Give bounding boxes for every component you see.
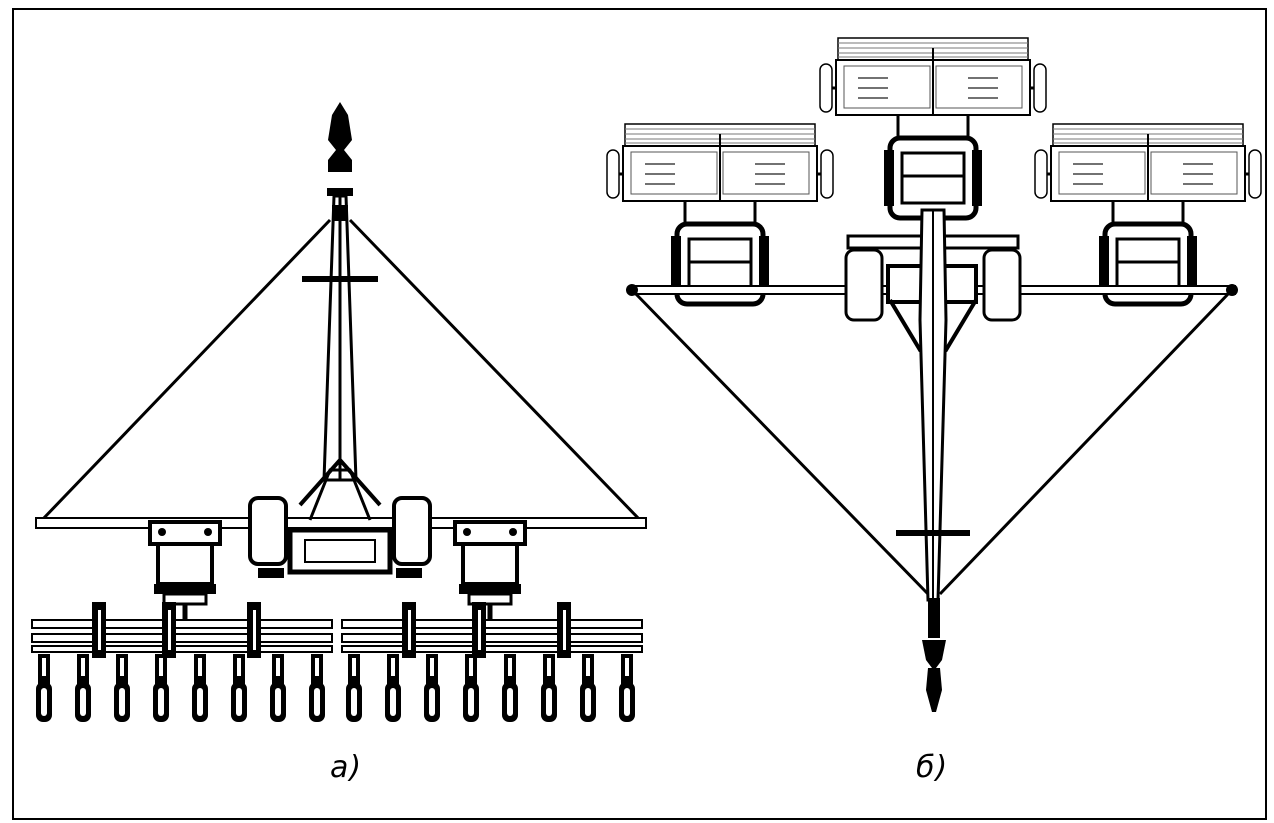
stay-right xyxy=(938,290,1232,596)
coulter-section-left xyxy=(32,602,332,722)
center-frame xyxy=(248,456,432,578)
frame-border xyxy=(12,8,1267,820)
caption-a: а) xyxy=(330,750,363,785)
guy-wire-right xyxy=(348,218,642,522)
seeder-unit-left xyxy=(607,124,833,304)
panel-b-drawing xyxy=(607,38,1261,712)
guy-wire-left xyxy=(40,218,332,522)
caption-b: б) xyxy=(916,750,949,785)
coulter-section-right xyxy=(342,602,642,722)
panel-a-drawing xyxy=(32,102,647,722)
central-drawbar xyxy=(302,194,378,482)
seeder-unit-center xyxy=(820,38,1046,218)
hitch-top xyxy=(327,102,353,196)
cart-left xyxy=(150,522,220,622)
hitch-bottom xyxy=(922,598,946,712)
stay-left xyxy=(632,290,930,596)
main-frame-beam xyxy=(35,517,647,529)
seeder-unit-right xyxy=(1035,124,1261,304)
cart-right xyxy=(455,522,525,622)
